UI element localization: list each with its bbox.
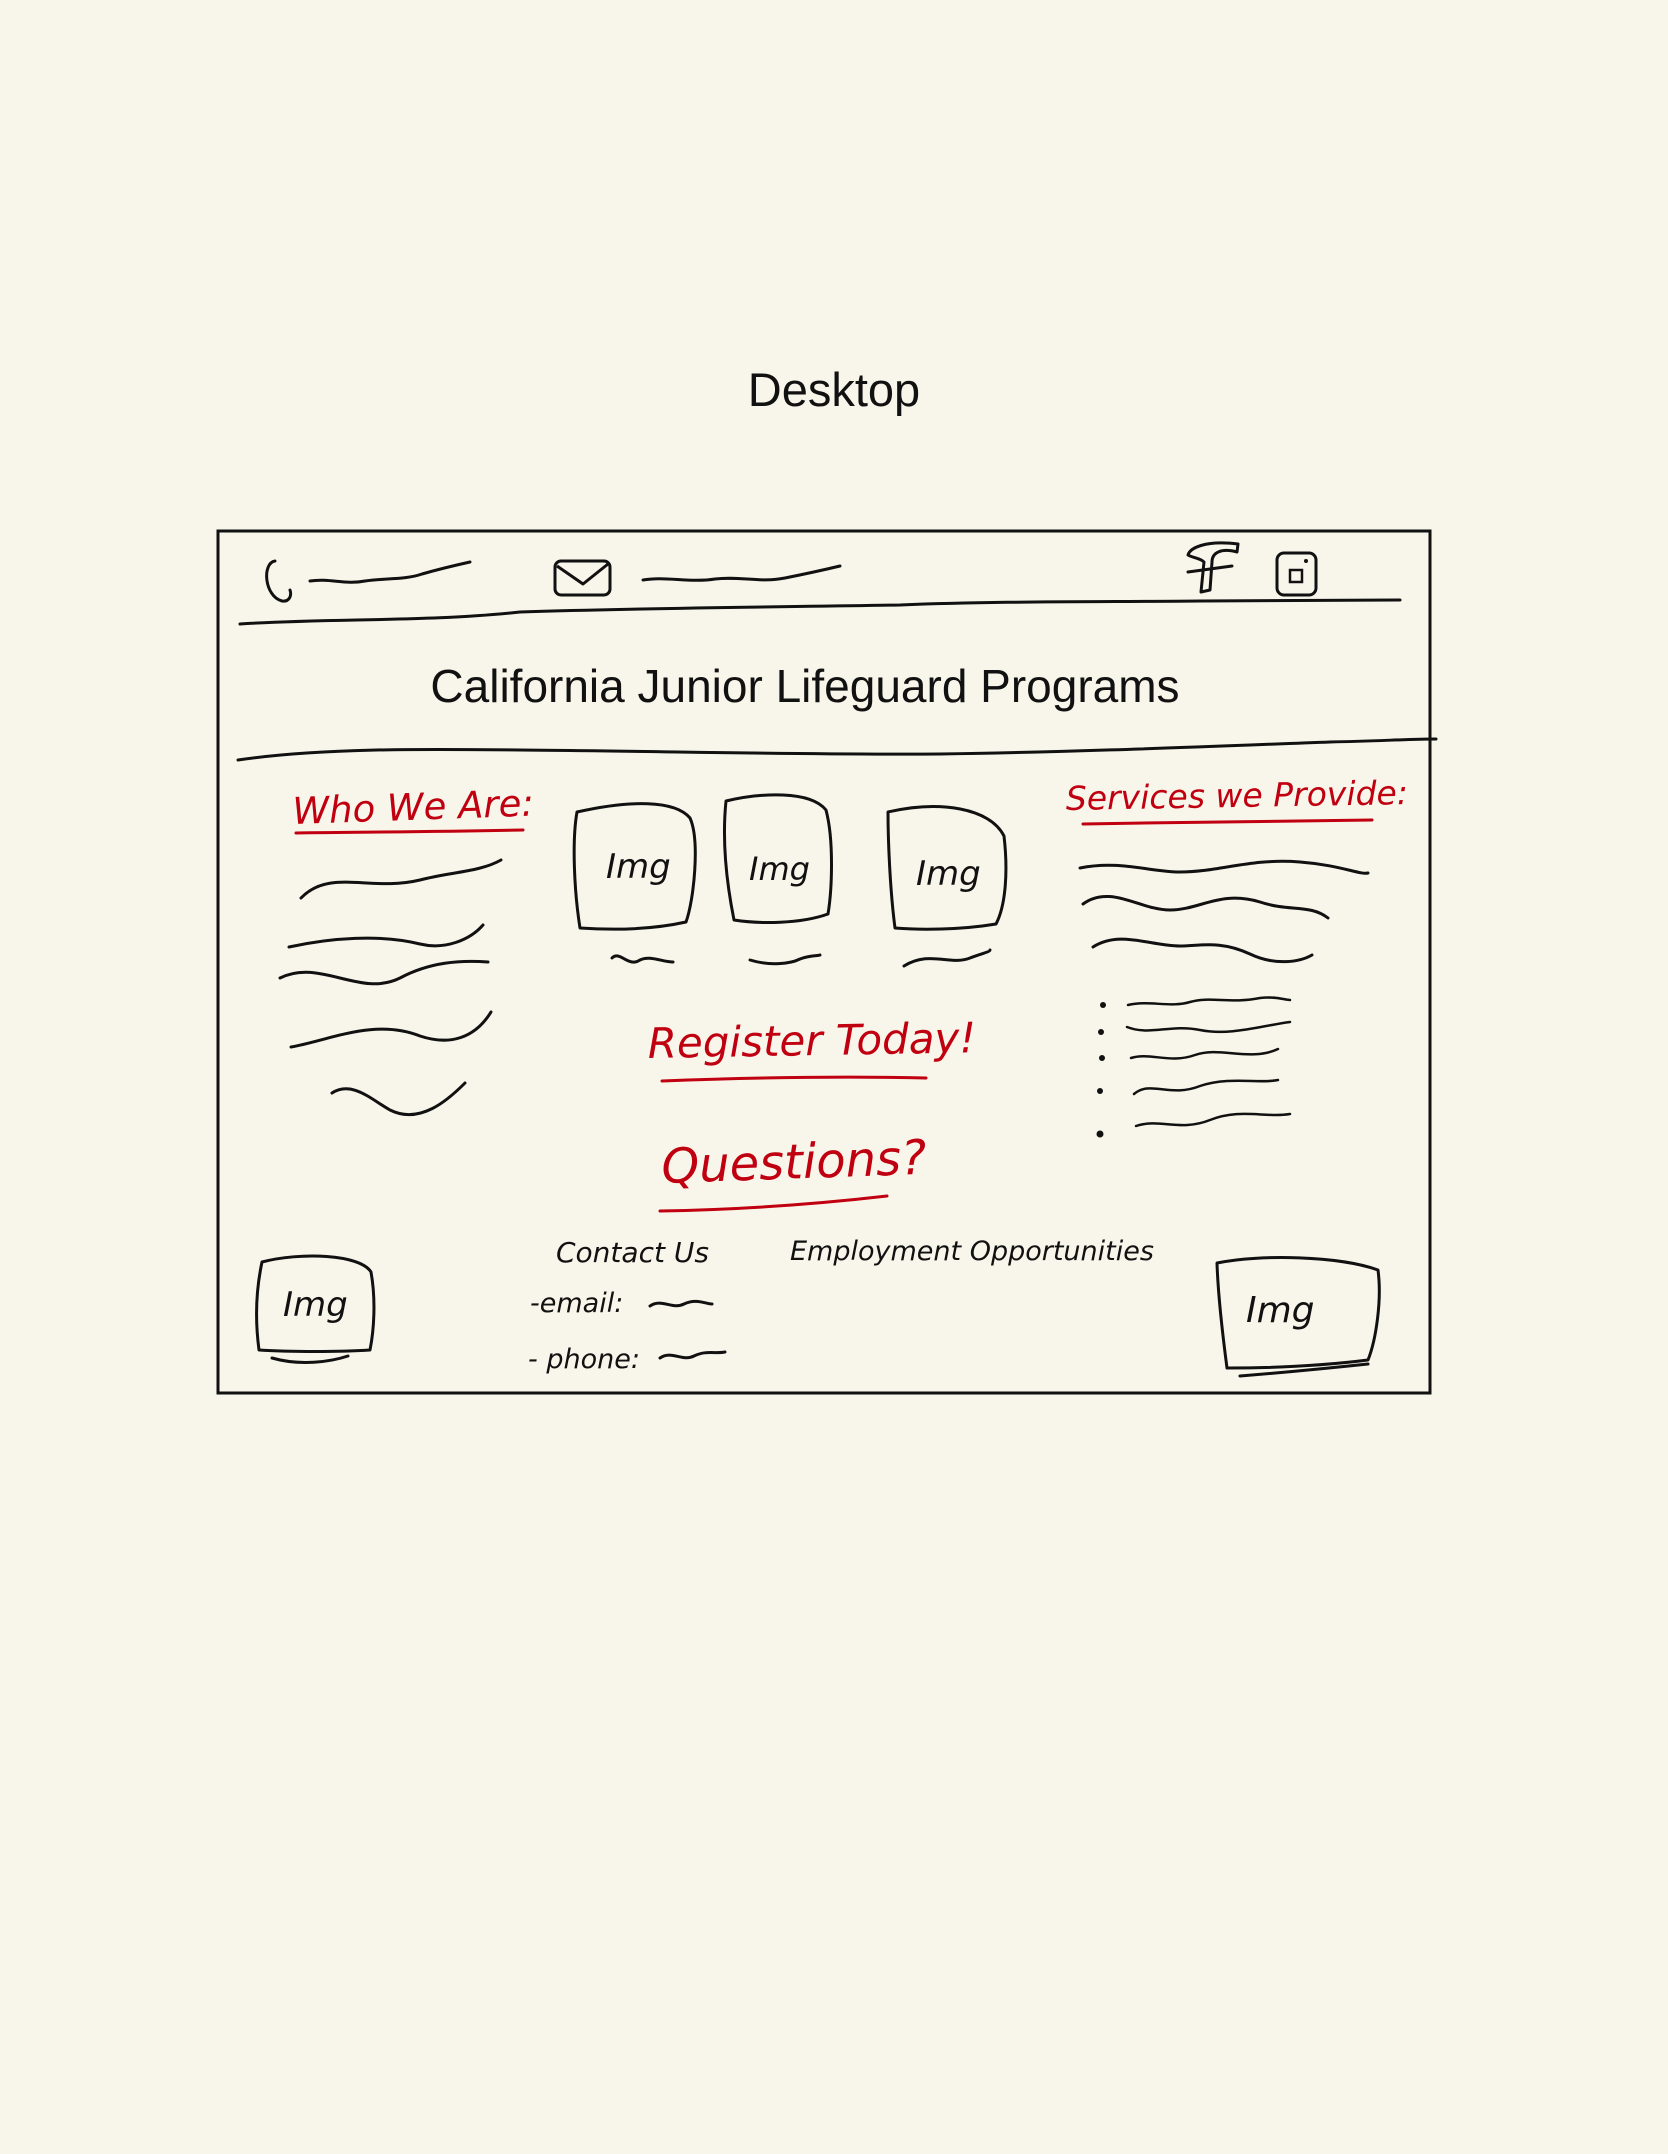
bullet-item-line: [1129, 1047, 1280, 1060]
bullet-dot: [1100, 1002, 1106, 1008]
bullet-dot: [1097, 1088, 1103, 1094]
who-we-are-heading: Who We Are:: [292, 782, 535, 833]
services-heading: Services we Provide:: [1065, 773, 1408, 818]
contact-block: Contact Us -email: - phone:: [528, 1236, 727, 1375]
services-bullet-list: [1096, 996, 1292, 1138]
email-label: -email:: [530, 1288, 623, 1319]
phone-number-scribble[interactable]: [308, 560, 472, 584]
footer: Img Contact Us -email: - phone: Employme…: [255, 1236, 1381, 1378]
facebook-icon[interactable]: [1186, 541, 1240, 594]
questions-section: Questions?: [658, 1130, 927, 1213]
footer-image-left[interactable]: Img: [255, 1254, 376, 1364]
who-we-are-text-line: [287, 923, 485, 949]
gallery-image[interactable]: Img: [886, 805, 1008, 931]
header-divider: [236, 737, 1438, 762]
instagram-icon[interactable]: [1275, 551, 1318, 597]
gallery-image[interactable]: Img: [572, 802, 697, 931]
bullet-dot: [1098, 1029, 1104, 1035]
services-section: Services we Provide:: [1065, 773, 1408, 1138]
footer-image-right[interactable]: Img: [1215, 1256, 1381, 1378]
page-heading: Desktop: [747, 363, 921, 416]
register-cta[interactable]: Register Today!: [647, 1013, 977, 1083]
gallery-image-label: Img: [916, 854, 981, 894]
site-title: California Junior Lifeguard Programs: [430, 660, 1179, 712]
register-underline: [660, 1075, 928, 1083]
employment-opportunities-link[interactable]: Employment Opportunities: [790, 1236, 1154, 1267]
bullet-item-line: [1126, 996, 1292, 1007]
bullet-dot: [1096, 1130, 1104, 1138]
gallery-image-label: Img: [749, 850, 810, 888]
email-address-scribble[interactable]: [641, 564, 842, 582]
wireframe-frame: [216, 529, 1432, 1395]
questions-heading: Questions?: [660, 1130, 927, 1195]
gallery-caption-scribble: [610, 954, 675, 964]
who-we-are-text-line: [299, 858, 503, 900]
email-icon[interactable]: [553, 559, 612, 597]
footer-image-left-label: Img: [283, 1285, 348, 1325]
services-text-line: [1091, 937, 1314, 964]
bullet-item-line: [1134, 1112, 1292, 1128]
phone-value-scribble[interactable]: [658, 1350, 727, 1360]
bullet-dot: [1099, 1055, 1105, 1061]
services-text-line: [1081, 894, 1330, 920]
register-today-link[interactable]: Register Today!: [647, 1013, 976, 1068]
footer-image-right-label: Img: [1246, 1290, 1315, 1331]
questions-underline: [658, 1194, 889, 1213]
who-we-are-section: Who We Are:: [278, 782, 535, 1117]
gallery-image[interactable]: Img: [722, 793, 833, 924]
bullet-item-line: [1125, 1020, 1292, 1034]
top-bar: [238, 541, 1402, 626]
services-underline: [1081, 818, 1374, 826]
gallery-caption-scribble: [748, 953, 822, 966]
image-gallery: Img Img Img: [572, 793, 1008, 968]
services-text-line: [1078, 859, 1370, 875]
phone-icon[interactable]: [265, 559, 293, 603]
who-we-are-text-line: [278, 959, 490, 986]
email-value-scribble[interactable]: [648, 1299, 714, 1308]
top-bar-divider: [238, 598, 1402, 626]
gallery-image-label: Img: [606, 847, 671, 887]
contact-heading: Contact Us: [556, 1236, 709, 1269]
who-we-are-text-line: [330, 1081, 467, 1117]
gallery-caption-scribble: [902, 948, 992, 968]
phone-label: - phone:: [528, 1344, 640, 1375]
bullet-item-line: [1132, 1078, 1280, 1096]
who-we-are-underline: [294, 828, 525, 835]
who-we-are-text-line: [289, 1010, 493, 1049]
